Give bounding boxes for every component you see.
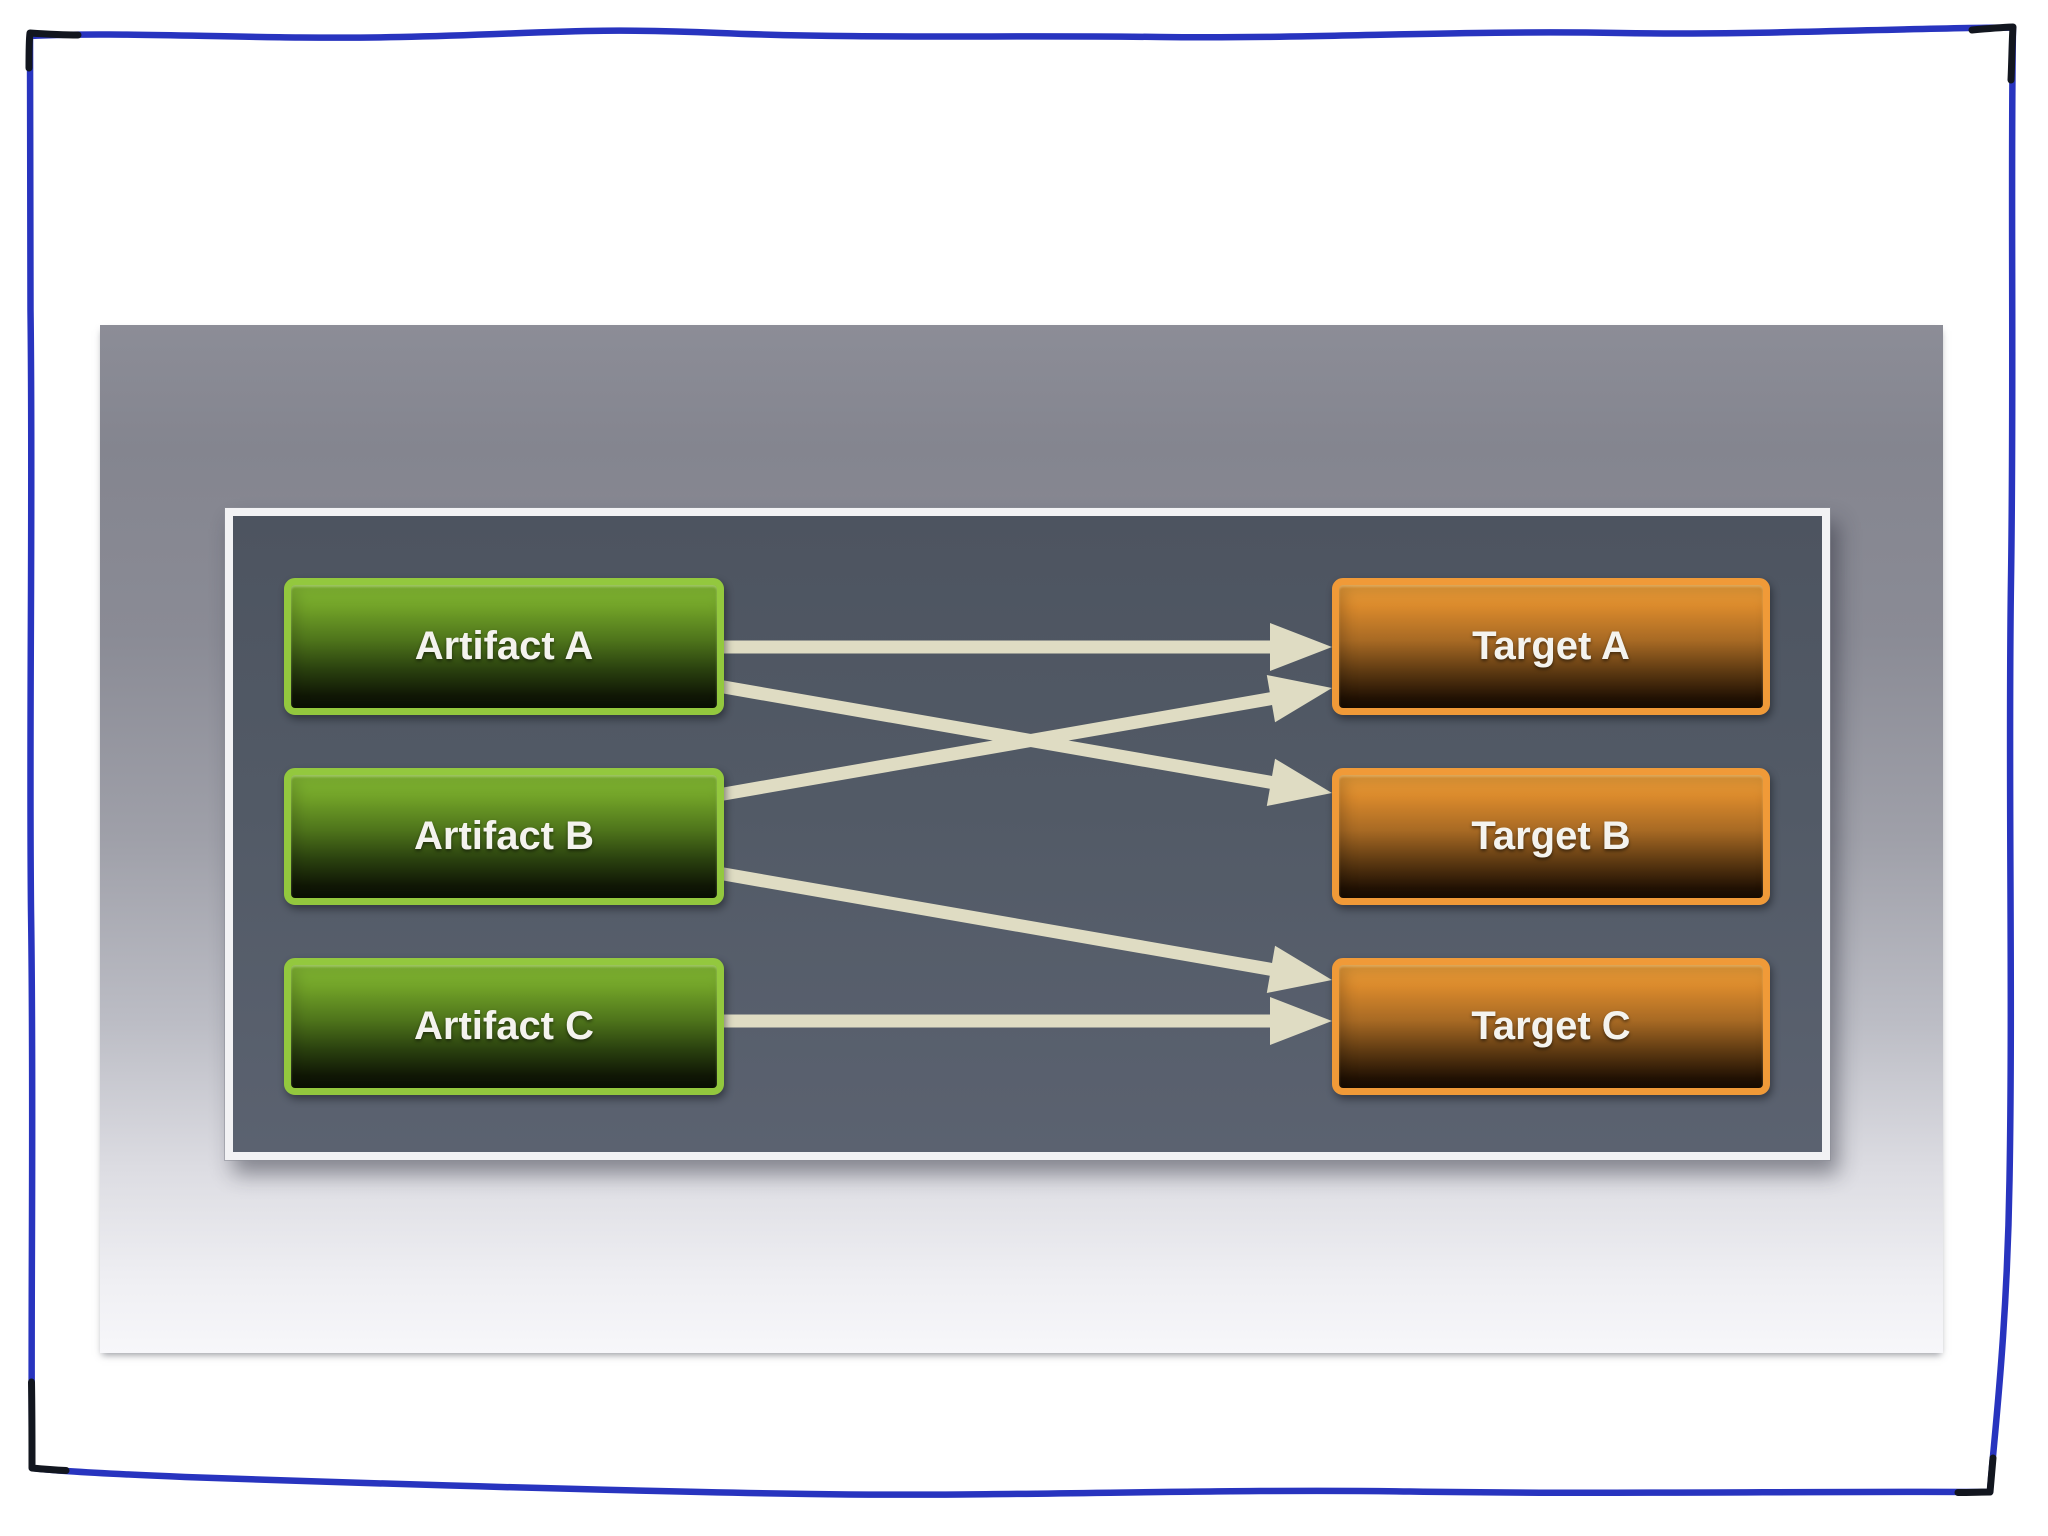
artifact-c-box: Artifact C	[284, 958, 724, 1095]
artifact-b-label: Artifact B	[413, 814, 595, 858]
target-a-box: Target A	[1332, 578, 1770, 715]
artifact-a-box: Artifact A	[284, 578, 724, 715]
target-c-label: Target C	[1471, 1004, 1631, 1048]
target-a-label: Target A	[1472, 624, 1630, 668]
target-b-box: Target B	[1332, 768, 1770, 905]
target-b-label: Target B	[1471, 814, 1631, 858]
artifact-a-label: Artifact A	[414, 624, 594, 668]
target-c-box: Target C	[1332, 958, 1770, 1095]
artifact-c-label: Artifact C	[413, 1004, 595, 1048]
artifact-b-box: Artifact B	[284, 768, 724, 905]
